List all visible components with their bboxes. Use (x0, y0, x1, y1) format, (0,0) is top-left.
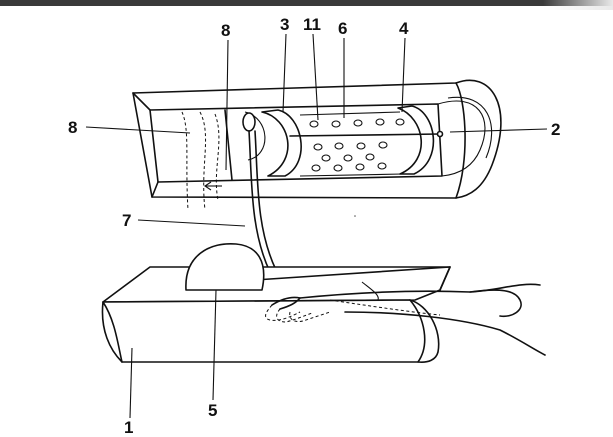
flow-arrow-head (204, 181, 212, 191)
label-8-left: 8 (68, 118, 77, 137)
label-1: 1 (124, 418, 133, 437)
speck (354, 215, 356, 217)
perforated-drum (309, 118, 405, 172)
label-4: 4 (399, 19, 409, 38)
part-labels: 1 5 7 8 8 3 11 6 4 2 (68, 15, 560, 437)
top-border-fade (543, 0, 613, 10)
arm-upper-edge (299, 283, 541, 299)
leader-1 (129, 347, 133, 419)
partition-ring-3 (261, 109, 302, 177)
trough-front-lip (102, 301, 123, 363)
leader-11 (312, 33, 319, 121)
drum-edge-bottom (299, 173, 403, 177)
trough-front (101, 299, 426, 363)
leader-5 (212, 289, 217, 401)
label-6: 6 (338, 19, 347, 38)
trough-inner-rim (254, 266, 451, 281)
left-chamber-curve-3 (214, 113, 220, 201)
leader-4 (401, 37, 406, 113)
label-5: 5 (208, 401, 217, 420)
label-7: 7 (122, 211, 131, 230)
tube-inlet (242, 112, 256, 132)
trough-back-rim (439, 266, 451, 291)
central-shaft (289, 133, 441, 137)
leader-3 (282, 33, 287, 113)
leader-2 (449, 128, 548, 133)
upper-end-inner-ring-2 (447, 96, 493, 159)
trough-end-curve (409, 299, 440, 363)
label-3: 3 (280, 15, 289, 34)
trough-body (102, 266, 451, 303)
connecting-tube-b (254, 130, 277, 271)
arm-shoulder (469, 289, 522, 318)
label-2: 2 (551, 120, 560, 139)
upper-device (132, 79, 502, 211)
drum-edge-top (299, 111, 401, 116)
label-8-top: 8 (221, 21, 230, 40)
upper-end-inner-ring (437, 100, 486, 177)
lower-base (101, 243, 546, 363)
left-chamber-wall (224, 109, 233, 181)
label-11: 11 (303, 15, 321, 34)
leader-8b (225, 39, 229, 171)
arm-lower-edge (344, 311, 546, 356)
leader-7 (137, 219, 246, 227)
upper-housing-corner (132, 92, 151, 111)
arm-hidden-line (329, 299, 441, 316)
outlet-port (436, 130, 444, 138)
leader-lines (85, 33, 548, 419)
hand-hidden-fingers (265, 304, 331, 323)
leader-8a (85, 126, 191, 134)
top-border-bar (0, 0, 613, 6)
upper-housing-bottom (151, 181, 159, 198)
left-chamber-curve-2 (199, 111, 207, 211)
left-chamber-curve-1 (181, 111, 189, 211)
hand-outline (271, 296, 301, 310)
head-dome (185, 243, 265, 291)
partition-ring-4 (397, 105, 435, 175)
connecting-tube-a (248, 130, 271, 273)
upper-end-wall (455, 82, 466, 199)
